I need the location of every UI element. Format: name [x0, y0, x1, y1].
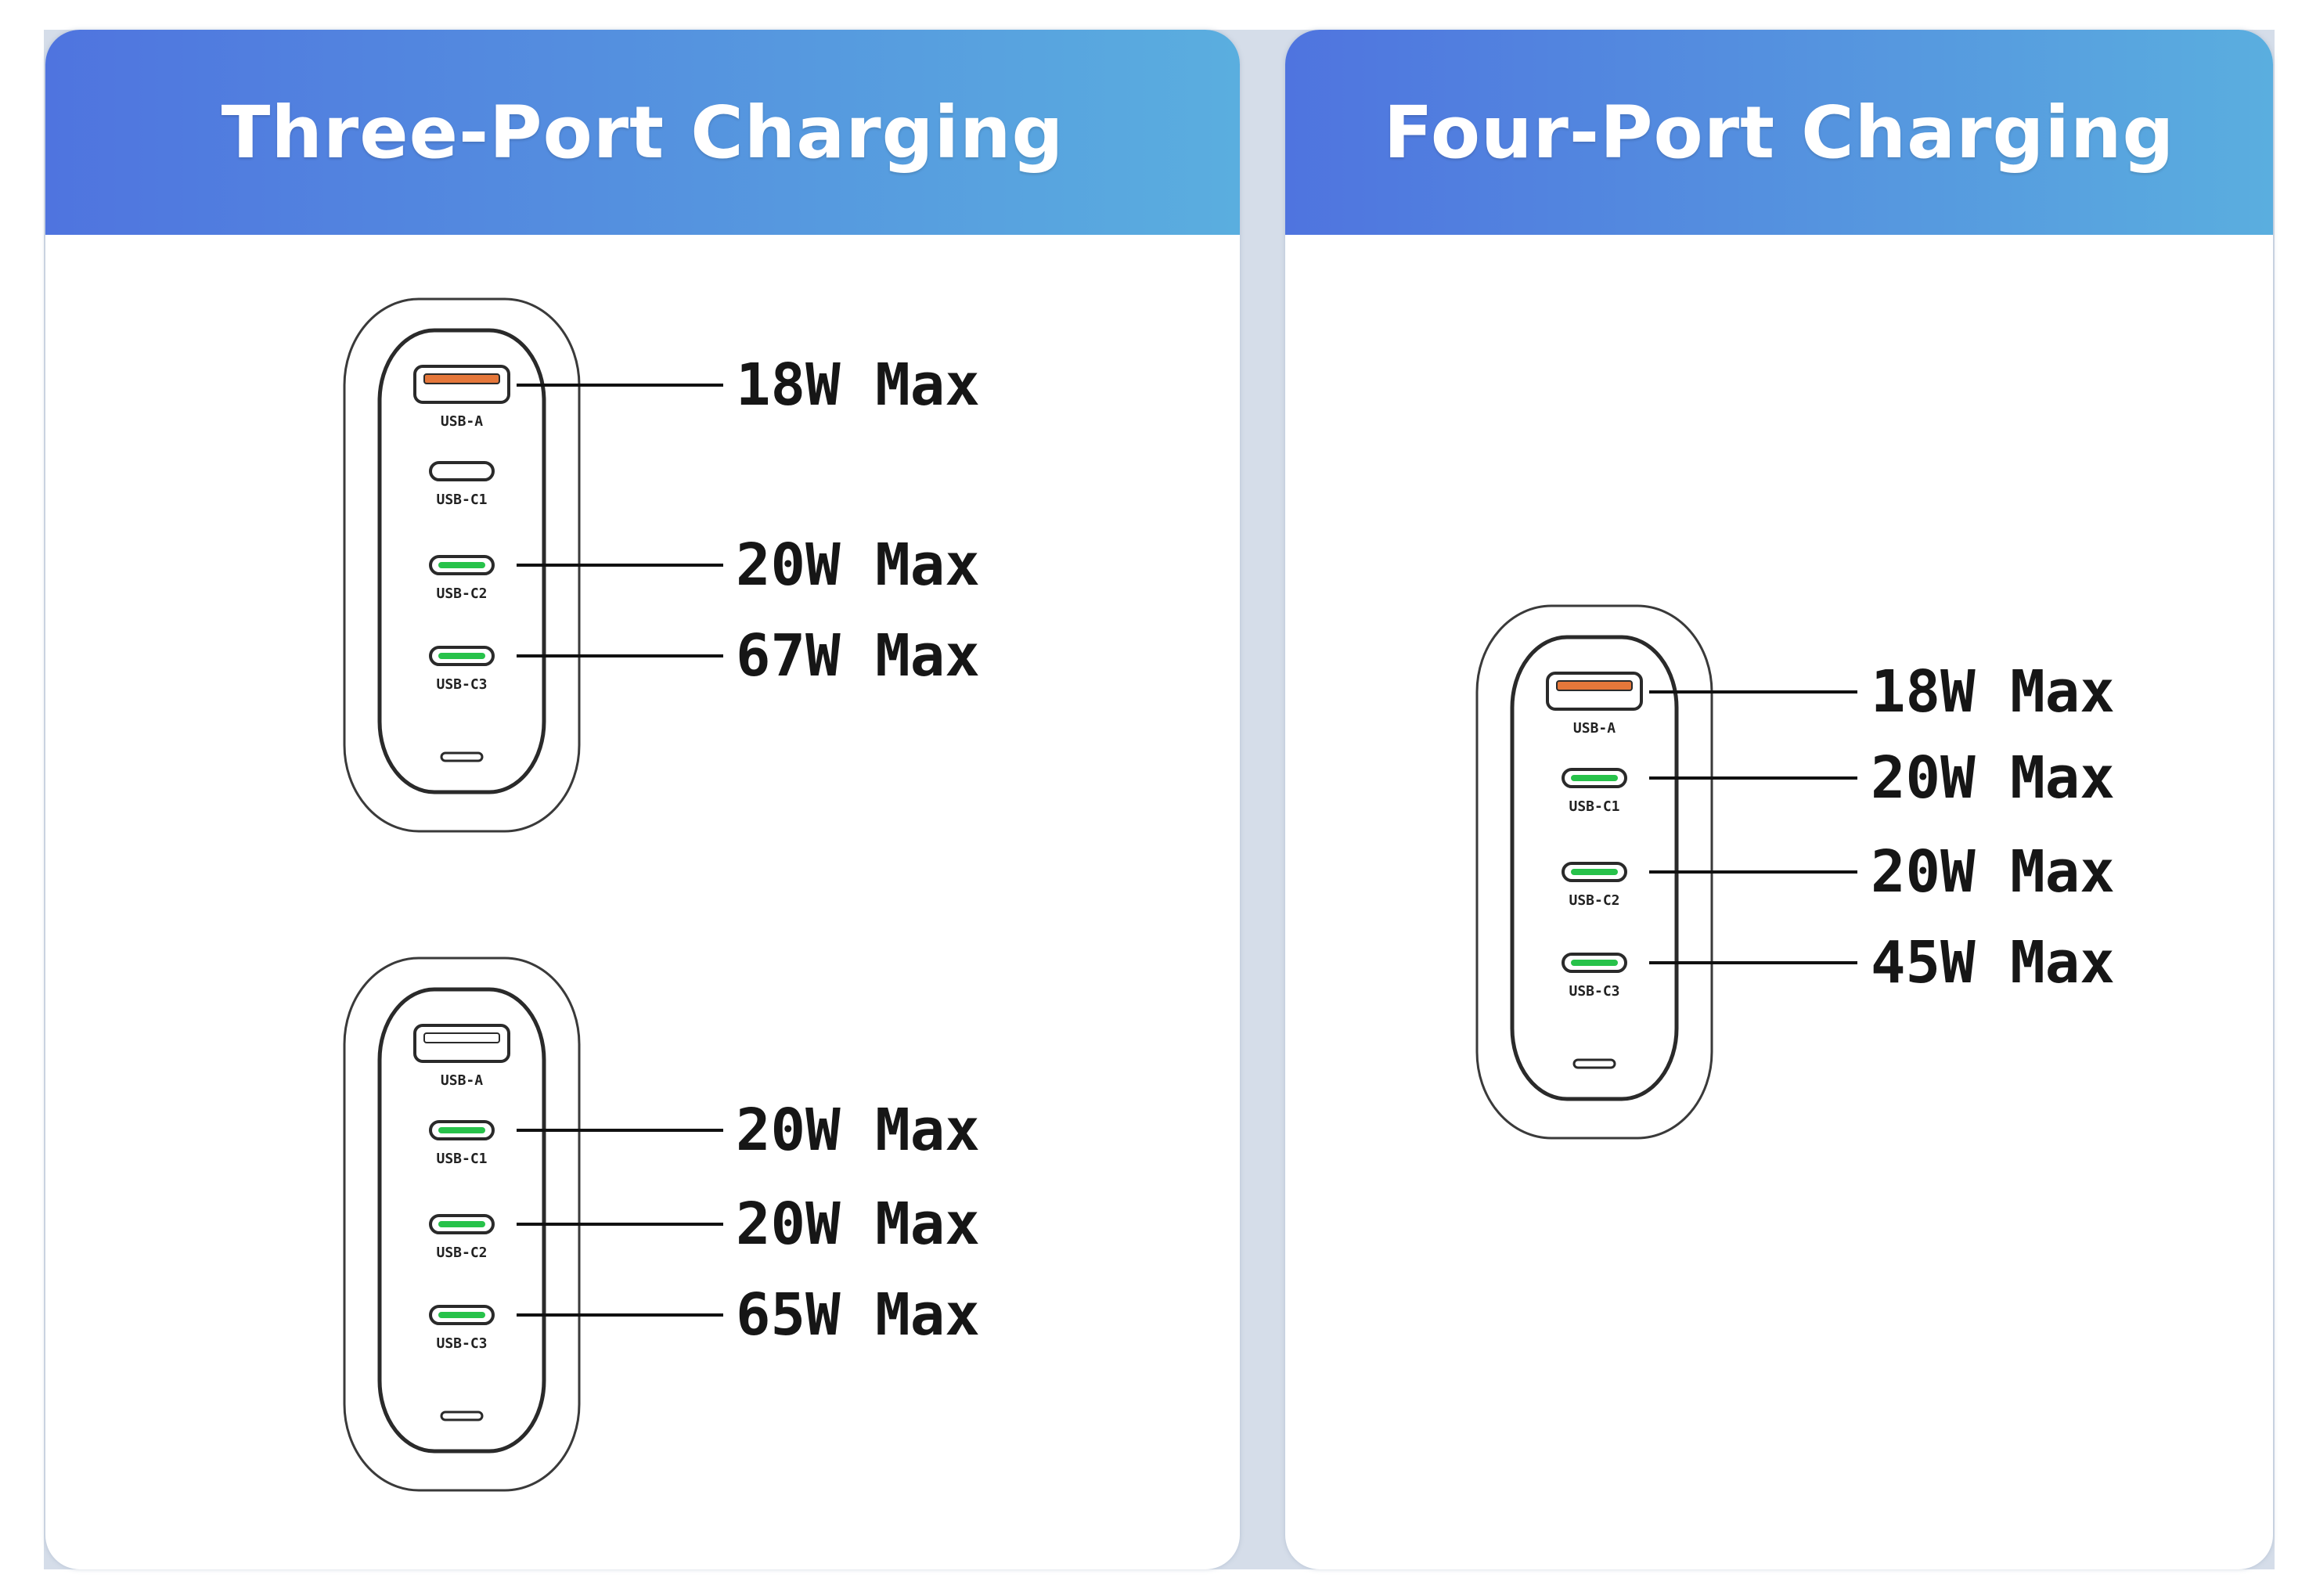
watt-label: 67W Max — [736, 622, 980, 690]
watt-label: 65W Max — [736, 1281, 980, 1349]
panel-header: Four-Port Charging — [1285, 30, 2273, 235]
usb-c-port-fill — [1571, 869, 1618, 875]
usb-c-port-fill — [438, 562, 485, 568]
port-label: USB-C1 — [436, 492, 487, 508]
usb-a-port-tongue — [1556, 680, 1633, 691]
panel-title: Three-Port Charging — [221, 90, 1064, 175]
watt-label: 20W Max — [736, 1191, 980, 1258]
watt-label: 20W Max — [1871, 744, 2115, 812]
port-label: USB-C2 — [436, 585, 487, 602]
usb-c-port-fill — [438, 1312, 485, 1318]
usb-c-port-fill — [438, 653, 485, 659]
watt-label: 20W Max — [736, 1097, 980, 1164]
usb-c-port-fill — [1571, 960, 1618, 966]
port-label: USB-A — [441, 1072, 483, 1089]
indicator-light — [440, 1410, 484, 1421]
port-label: USB-C1 — [1569, 798, 1619, 815]
usb-c-port — [1562, 768, 1627, 788]
usb-c-port — [429, 1305, 495, 1325]
usb-a-port — [1546, 672, 1643, 711]
port-label: USB-A — [441, 413, 483, 430]
usb-a-port — [413, 1024, 510, 1063]
usb-c-port — [429, 461, 495, 481]
port-label: USB-A — [1573, 720, 1616, 737]
charger-diagram: USB-AUSB-C1USB-C2USB-C3USB-AUSB-C1USB-C2… — [343, 297, 723, 1492]
port-label: USB-C1 — [436, 1151, 487, 1167]
watt-label: 18W Max — [1871, 658, 2115, 726]
panel-header: Three-Port Charging — [45, 30, 1240, 235]
usb-c-port — [1562, 953, 1627, 973]
usb-c-port-fill — [438, 1127, 485, 1133]
usb-c-port-fill — [438, 468, 485, 474]
panel-title: Four-Port Charging — [1383, 90, 2175, 175]
watt-label: 18W Max — [736, 351, 980, 419]
usb-c-port — [429, 1214, 495, 1234]
usb-c-port — [429, 1120, 495, 1140]
port-label: USB-C3 — [436, 1335, 487, 1352]
usb-c-port — [429, 646, 495, 666]
usb-a-port-tongue — [423, 373, 500, 384]
watt-label: 20W Max — [1871, 838, 2115, 906]
usb-c-port — [429, 555, 495, 575]
watt-label: 45W Max — [1871, 929, 2115, 996]
port-label: USB-C3 — [436, 676, 487, 693]
indicator-light — [440, 751, 484, 762]
usb-c-port-fill — [1571, 775, 1618, 781]
usb-c-port — [1562, 862, 1627, 882]
watt-label: 20W Max — [736, 531, 980, 599]
port-label: USB-C2 — [1569, 892, 1619, 909]
usb-c-port-fill — [438, 1221, 485, 1227]
usb-a-port-tongue — [423, 1032, 500, 1043]
usb-a-port — [413, 365, 510, 404]
indicator-light — [1572, 1058, 1616, 1069]
port-label: USB-C3 — [1569, 983, 1619, 1000]
port-label: USB-C2 — [436, 1245, 487, 1261]
